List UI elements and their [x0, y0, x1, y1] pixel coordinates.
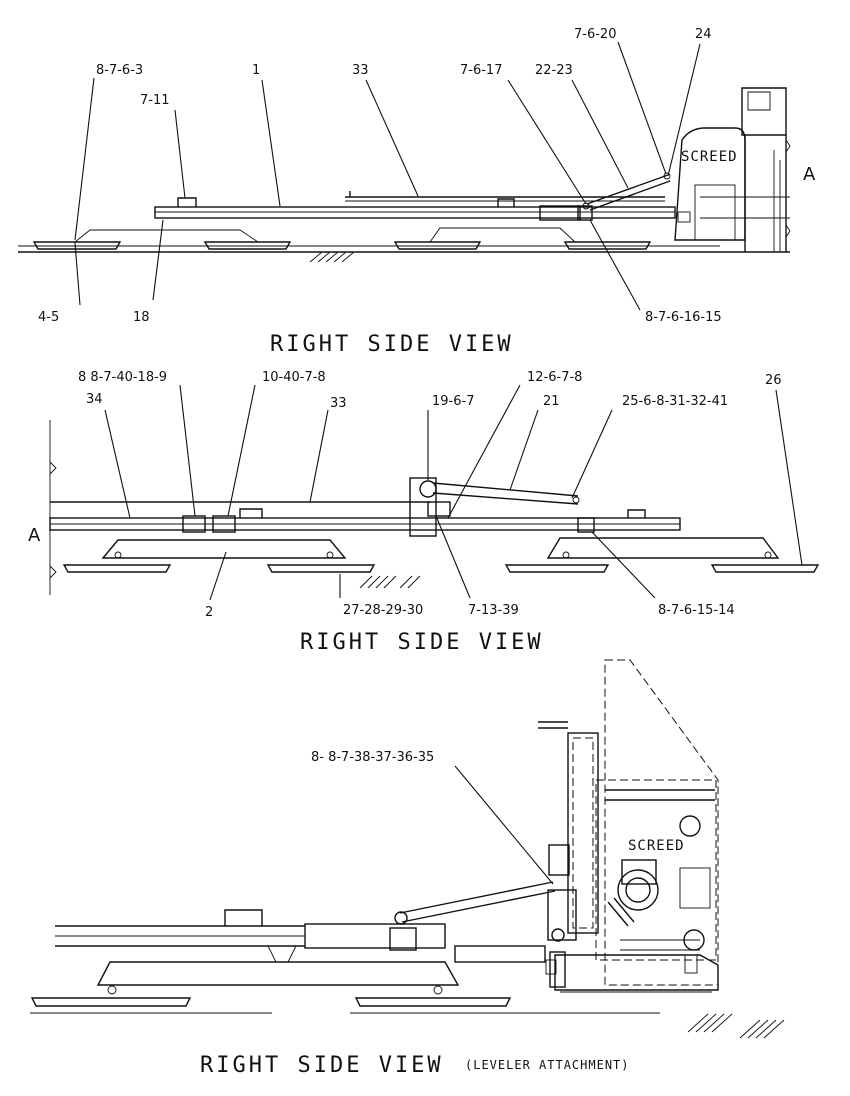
callout-33-lower: 33 — [330, 396, 347, 411]
view-3-drawing — [30, 659, 785, 1039]
callout-19-6-7: 19-6-7 — [432, 394, 474, 409]
callout-8-8-7-40-18-9: 8 8-7-40-18-9 — [78, 370, 167, 385]
callout-8-7-6-15-14: 8-7-6-15-14 — [658, 603, 735, 618]
callout-21: 21 — [543, 394, 560, 409]
callout-25-6-8-31-32-41: 25-6-8-31-32-41 — [622, 394, 728, 409]
view-1-callouts: 8-7-6-3 7-11 1 33 7-6-17 22-23 7-6-20 24… — [38, 27, 816, 357]
view-3-title: RIGHT SIDE VIEW — [200, 1053, 444, 1078]
view-3-subtitle: (LEVELER ATTACHMENT) — [465, 1058, 630, 1072]
view-1-drawing — [18, 41, 791, 311]
view-2-drawing — [49, 384, 820, 601]
screed-label: SCREED — [681, 149, 738, 165]
callout-26: 26 — [765, 373, 782, 388]
section-marker-a: A — [803, 164, 816, 185]
callout-7-11: 7-11 — [140, 93, 170, 108]
view-1-title: RIGHT SIDE VIEW — [270, 332, 514, 357]
view-2-title: RIGHT SIDE VIEW — [300, 630, 544, 655]
callout-8-7-6-3: 8-7-6-3 — [96, 63, 143, 78]
callout-34: 34 — [86, 392, 103, 407]
callout-10-40-7-8: 10-40-7-8 — [262, 370, 326, 385]
callout-1: 1 — [252, 63, 260, 78]
view-2-callouts: 8 8-7-40-18-9 34 10-40-7-8 33 19-6-7 12-… — [28, 370, 782, 655]
callout-7-6-20: 7-6-20 — [574, 27, 616, 42]
view-3-callouts: 8- 8-7-38-37-36-35 SCREED RIGHT SIDE VIE… — [200, 750, 685, 1078]
callout-8-7-6-16-15: 8-7-6-16-15 — [645, 310, 722, 325]
callout-7-6-17: 7-6-17 — [460, 63, 502, 78]
callout-7-13-39: 7-13-39 — [468, 603, 519, 618]
callout-22-23: 22-23 — [535, 63, 573, 78]
callout-33: 33 — [352, 63, 369, 78]
callout-24: 24 — [695, 27, 712, 42]
callout-27-28-29-30: 27-28-29-30 — [343, 603, 423, 618]
section-marker-a-left: A — [28, 525, 41, 546]
callout-4-5: 4-5 — [38, 310, 59, 325]
callout-8-8-7-38-37-36-35: 8- 8-7-38-37-36-35 — [311, 750, 434, 765]
screed-label-leveler: SCREED — [628, 838, 685, 854]
callout-18: 18 — [133, 310, 150, 325]
callout-2: 2 — [205, 605, 213, 620]
callout-12-6-7-8: 12-6-7-8 — [527, 370, 582, 385]
